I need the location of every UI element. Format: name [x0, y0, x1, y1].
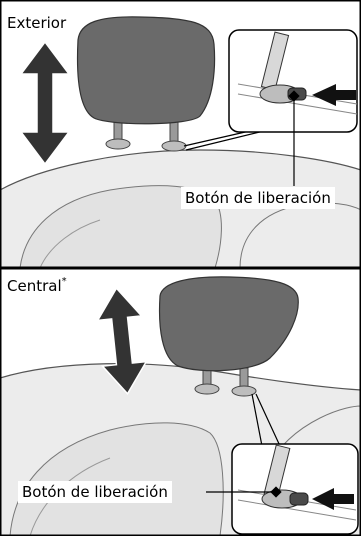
center-headrest-panel: Central* Botón de liberación — [0, 268, 361, 536]
seat-cushion-contour — [9, 422, 224, 536]
exterior-headrest-drawing — [0, 0, 361, 268]
inset-seat-edge-lower — [237, 499, 357, 521]
central-label: Central* — [2, 276, 72, 296]
release-button-inset — [231, 443, 359, 535]
headrest — [76, 16, 216, 125]
inset-seat-edge-lower — [237, 93, 358, 115]
panel-frame — [0, 268, 361, 536]
up-down-arrow — [96, 287, 148, 395]
panel-frame — [0, 0, 361, 268]
central-label-text: Central — [7, 277, 62, 295]
post-collar-right — [231, 385, 257, 397]
seat-cushion-contour — [19, 185, 222, 268]
release-button-callout-top: Botón de liberación — [181, 187, 335, 209]
footnote-marker: * — [61, 276, 67, 287]
press-arrow-top — [312, 84, 356, 106]
post-collar-left — [194, 383, 220, 395]
seat-stitch-line — [39, 219, 101, 268]
release-button-callout-bottom: Botón de liberación — [18, 481, 172, 503]
press-arrow-bottom — [312, 488, 354, 510]
release-button-bottom — [289, 492, 309, 506]
exterior-headrest-panel: Exterior Botón de liberación — [0, 0, 361, 268]
callout-marker-bottom — [270, 486, 282, 498]
post-collar-left — [105, 138, 131, 150]
inset-pointer-lines — [251, 393, 281, 447]
post-collar-right — [161, 140, 187, 152]
headrest — [158, 276, 299, 372]
release-button-inset — [228, 29, 358, 133]
up-down-arrow — [19, 40, 71, 166]
exterior-label: Exterior — [2, 13, 72, 33]
